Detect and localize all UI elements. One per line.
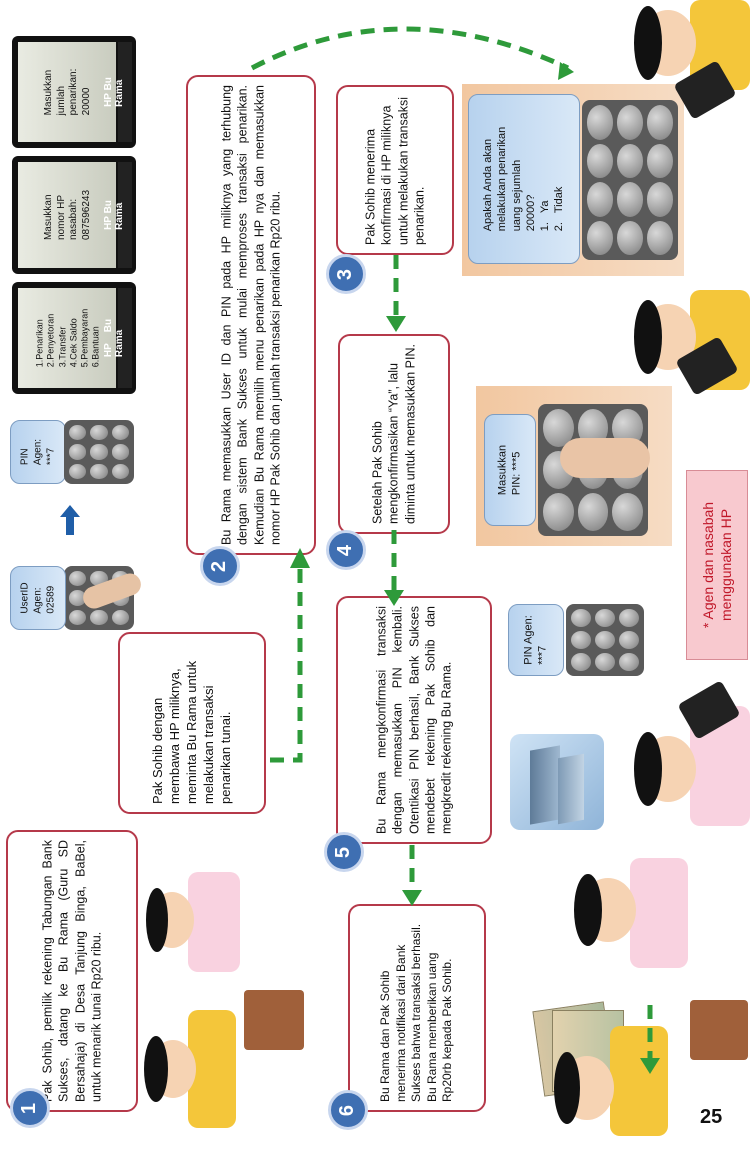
page-number: 25 bbox=[700, 1106, 723, 1128]
finger-icon bbox=[560, 438, 650, 478]
bu-rama-figure bbox=[574, 858, 690, 978]
menu-phone: 1.Penarikan 2.Penyetoran 3.Transfer 4.Ce… bbox=[12, 282, 136, 394]
pin-nasabah-screen: Masukkan PIN: ***5 bbox=[484, 414, 536, 526]
step-4-box: Setelah Pak Sohib mengkonfirmasikan “Ya”… bbox=[338, 334, 450, 534]
confirm-screen: Apakah Anda akan melakukan penarikan uan… bbox=[468, 94, 580, 264]
request-box: Pak Sohib dengan membawa HP miliknya, me… bbox=[118, 632, 266, 814]
step-3-box: Pak Sohib menerima konfirmasi di HP mili… bbox=[336, 85, 454, 255]
jumlah-phone: Masukkan jumlah penarikan: 20000 HP Bu R… bbox=[12, 36, 136, 148]
step-1-badge: 1 bbox=[10, 1088, 50, 1128]
step-1-box: Pak Sohib, pemilik rekening Tabungan Ban… bbox=[6, 830, 138, 1112]
pak-sohib-figure bbox=[554, 1026, 670, 1146]
desk-icon bbox=[690, 1000, 748, 1060]
confirm-keypad bbox=[582, 100, 678, 260]
pin-agen-screen: PIN Agen: ***7 bbox=[508, 604, 564, 676]
bu-rama-figure bbox=[146, 866, 240, 976]
up-arrow-icon bbox=[60, 505, 80, 535]
step-6-box: Bu Rama dan Pak Sohib menerima notifikas… bbox=[348, 904, 486, 1112]
pin-keypad bbox=[64, 420, 134, 484]
step-5-box: Bu Rama mengkonfirmasi transaksi dengan … bbox=[336, 596, 492, 844]
userid-screen: UserID Agen: 02589 bbox=[10, 566, 66, 630]
nomor-phone: Masukkan nomor HP nasabah: 087596243 HP … bbox=[12, 156, 136, 274]
bank-building-icon bbox=[510, 734, 604, 830]
step-2-badge: 2 bbox=[200, 546, 240, 586]
note-box: * Agen dan nasabah menggunakan HP bbox=[686, 470, 748, 660]
step-4-badge: 4 bbox=[326, 530, 366, 570]
step-2-box: Bu Rama memasukkan User ID dan PIN pada … bbox=[186, 75, 316, 555]
desk-icon bbox=[244, 990, 304, 1050]
pin-agen-keypad bbox=[566, 604, 644, 676]
step-5-badge: 5 bbox=[324, 832, 364, 872]
step-6-badge: 6 bbox=[328, 1090, 368, 1130]
step-3-badge: 3 bbox=[326, 254, 366, 294]
pin-screen: PIN Agen: ***7 bbox=[10, 420, 66, 484]
pak-sohib-figure bbox=[144, 1010, 236, 1128]
